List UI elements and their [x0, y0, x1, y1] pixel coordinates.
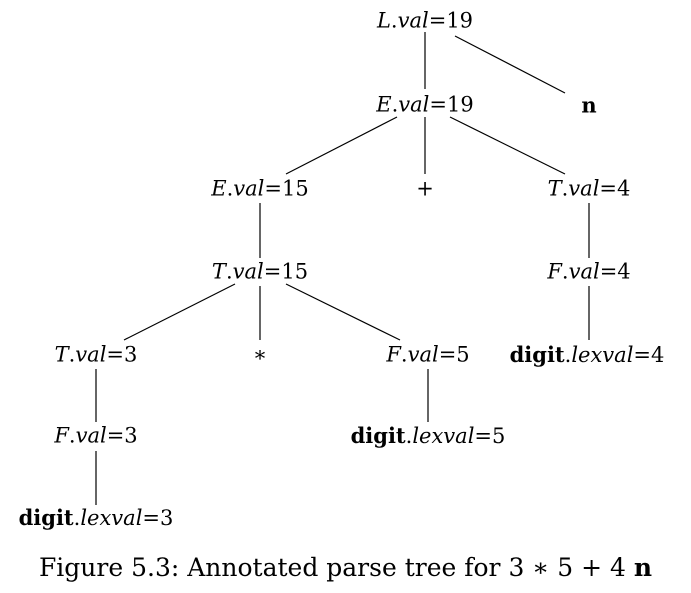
- equals-sign: =: [599, 259, 618, 284]
- node-attribute: val: [232, 259, 264, 284]
- equals-sign: =: [106, 423, 125, 448]
- node-value: 4: [651, 343, 665, 367]
- node-value: 4: [617, 259, 631, 284]
- terminal-symbol: n: [581, 92, 597, 118]
- node-attribute: val: [75, 423, 107, 448]
- node-T-middle: T.val=15: [211, 259, 309, 284]
- node-E-root: E.val=19: [376, 92, 474, 117]
- node-value: 3: [124, 423, 138, 448]
- edge-T15-F5: [285, 283, 401, 341]
- node-attribute: val: [397, 8, 429, 33]
- equals-sign: =: [438, 342, 457, 367]
- terminal-symbol: ∗: [252, 342, 268, 367]
- node-label: digit: [509, 342, 565, 367]
- dot: .: [391, 92, 399, 117]
- node-attribute: lexval: [80, 506, 143, 530]
- node-star: ∗: [252, 342, 268, 367]
- node-value: 4: [617, 176, 631, 201]
- dot: .: [68, 342, 76, 367]
- caption-expression: 3 ∗ 5 + 4: [508, 553, 626, 582]
- node-plus: +: [416, 176, 434, 201]
- figure-caption: Figure 5.3: Annotated parse tree for 3 ∗…: [0, 555, 691, 580]
- node-value: 19: [447, 92, 474, 117]
- equals-sign: =: [474, 424, 493, 448]
- dot: .: [73, 506, 81, 530]
- dot: .: [68, 423, 76, 448]
- node-attribute: lexval: [412, 424, 475, 448]
- node-label: T: [547, 176, 562, 201]
- node-label: T: [211, 259, 226, 284]
- node-attribute: val: [568, 176, 600, 201]
- dot: .: [390, 8, 398, 33]
- node-value: 19: [446, 8, 474, 33]
- node-label: F: [386, 342, 401, 367]
- equals-sign: =: [142, 506, 161, 530]
- node-label: T: [54, 342, 69, 367]
- node-attribute: val: [568, 259, 600, 284]
- node-value: 3: [160, 506, 174, 530]
- node-value: 5: [492, 424, 506, 448]
- caption-prefix: Figure 5.3: Annotated parse tree for: [38, 553, 501, 582]
- node-label: digit: [18, 505, 74, 530]
- edge-T15-T3: [123, 283, 236, 341]
- node-attribute: val: [398, 92, 430, 117]
- node-attribute: lexval: [571, 343, 634, 367]
- dot: .: [400, 342, 408, 367]
- edge-E-E: [285, 116, 398, 175]
- equals-sign: =: [633, 343, 652, 367]
- node-label: F: [54, 423, 69, 448]
- node-attribute: val: [75, 342, 107, 367]
- edge-L-n: [454, 35, 566, 94]
- edge-E-T: [449, 116, 566, 175]
- node-value: 15: [282, 176, 309, 201]
- node-T-right: T.val=4: [547, 176, 631, 201]
- node-F-right: F.val=4: [547, 259, 631, 284]
- dot: .: [405, 424, 413, 448]
- equals-sign: =: [264, 176, 283, 201]
- dot: .: [561, 176, 569, 201]
- node-F-middle: F.val=5: [386, 342, 470, 367]
- node-attribute: val: [233, 176, 265, 201]
- dot: .: [226, 176, 234, 201]
- node-digit-5: digit.lexval=5: [351, 425, 506, 447]
- node-label: F: [547, 259, 562, 284]
- equals-sign: =: [429, 92, 448, 117]
- node-L: L.val=19: [376, 8, 474, 33]
- node-attribute: val: [407, 342, 439, 367]
- node-digit-3: digit.lexval=3: [19, 507, 174, 529]
- dot: .: [561, 259, 569, 284]
- equals-sign: =: [106, 342, 125, 367]
- node-label: E: [376, 92, 392, 117]
- node-E-left: E.val=15: [211, 176, 309, 201]
- node-value: 3: [124, 342, 138, 367]
- node-value: 15: [281, 259, 309, 284]
- equals-sign: =: [263, 259, 282, 284]
- node-n: n: [581, 95, 596, 116]
- node-label: E: [211, 176, 227, 201]
- dot: .: [225, 259, 233, 284]
- node-T-left: T.val=3: [54, 342, 138, 367]
- terminal-symbol: +: [416, 176, 434, 201]
- node-digit-4: digit.lexval=4: [510, 344, 665, 366]
- caption-terminal: n: [633, 553, 653, 582]
- dot: .: [564, 343, 572, 367]
- node-label: digit: [350, 423, 406, 448]
- node-value: 5: [456, 342, 470, 367]
- node-label: L: [376, 8, 391, 33]
- node-F-left: F.val=3: [54, 423, 138, 448]
- equals-sign: =: [428, 8, 447, 33]
- equals-sign: =: [599, 176, 618, 201]
